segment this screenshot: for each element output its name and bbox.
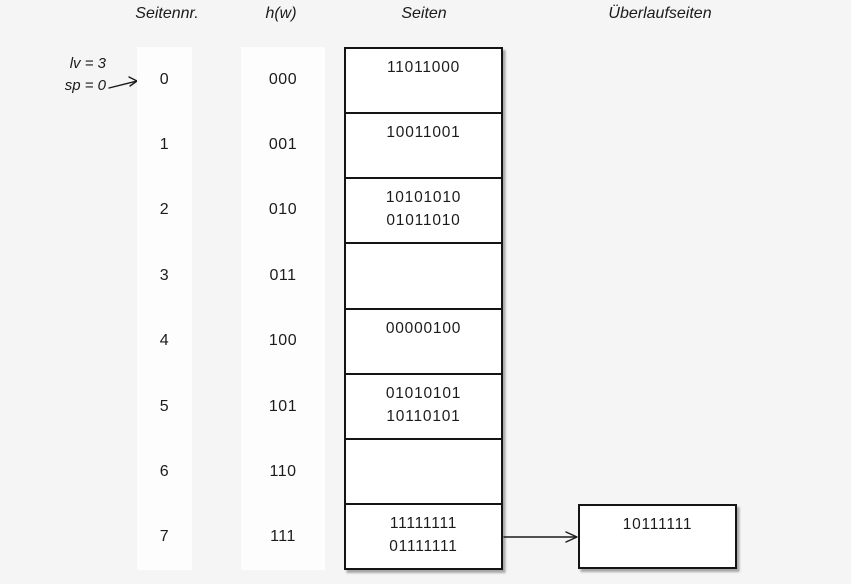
bucket-entry: 10110101 [386,407,461,425]
hash-value-label: 000 [268,70,298,88]
hash-value-label: 011 [269,266,297,284]
hash-value-label: 110 [269,462,297,480]
row-number-label: 1 [159,136,170,154]
row-number-label: 3 [159,266,170,284]
hash-value-label: 010 [268,201,298,219]
bucket-entry: 01111111 [389,537,458,555]
bucket-cell: 11111111 01111111 [346,505,501,568]
header-seiten: Seiten [401,5,447,22]
bucket-cell [346,440,501,505]
hw-column: 000 001 010 011 100 101 110 111 [241,47,325,570]
overflow-arrow-icon [503,531,578,543]
bucket-cell [346,244,501,310]
bucket-entry: 01011010 [386,212,461,230]
bucket-entry: 00000100 [385,319,462,337]
bucket-cell: 10101010 01011010 [346,179,501,245]
hash-value-label: 111 [270,528,296,546]
seiten-box: 11011000 10011001 10101010 01011010 00000100… [344,47,503,570]
row-number-label: 7 [159,528,170,546]
bucket-entry: 10011001 [386,124,461,142]
hash-value-label: 101 [268,397,298,415]
row-number-label: 5 [159,397,170,415]
row-number-label: 4 [159,332,170,350]
header-seitennr: Seitennr. [135,5,199,22]
seitennr-column: 0 1 2 3 4 5 6 7 [137,47,192,570]
bucket-cell: 01010101 10110101 [346,375,501,440]
bucket-entry: 11011000 [386,59,461,76]
bucket-cell: 00000100 [346,310,501,375]
row-number-label: 0 [159,70,170,88]
overflow-entry: 10111111 [622,516,693,533]
bucket-entry: 11111111 [389,514,458,532]
annotation-sp: sp = 0 [64,77,106,94]
hash-value-label: 001 [268,136,298,154]
bucket-entry: 10101010 [385,189,462,207]
hash-value-label: 100 [268,332,298,350]
annotation-lv: lv = 3 [69,55,106,72]
header-hw: h(w) [265,5,297,22]
row-number-label: 2 [159,201,170,219]
header-ueberlaufseiten: Überlaufseiten [608,5,712,22]
overflow-box: 10111111 [578,504,737,569]
row-number-label: 6 [159,462,170,480]
annotation-lv-sp: lv = 3 sp = 0 [30,53,106,97]
bucket-cell: 10011001 [346,114,501,180]
bucket-entry: 01010101 [385,384,462,402]
bucket-cell: 11011000 [346,49,501,115]
